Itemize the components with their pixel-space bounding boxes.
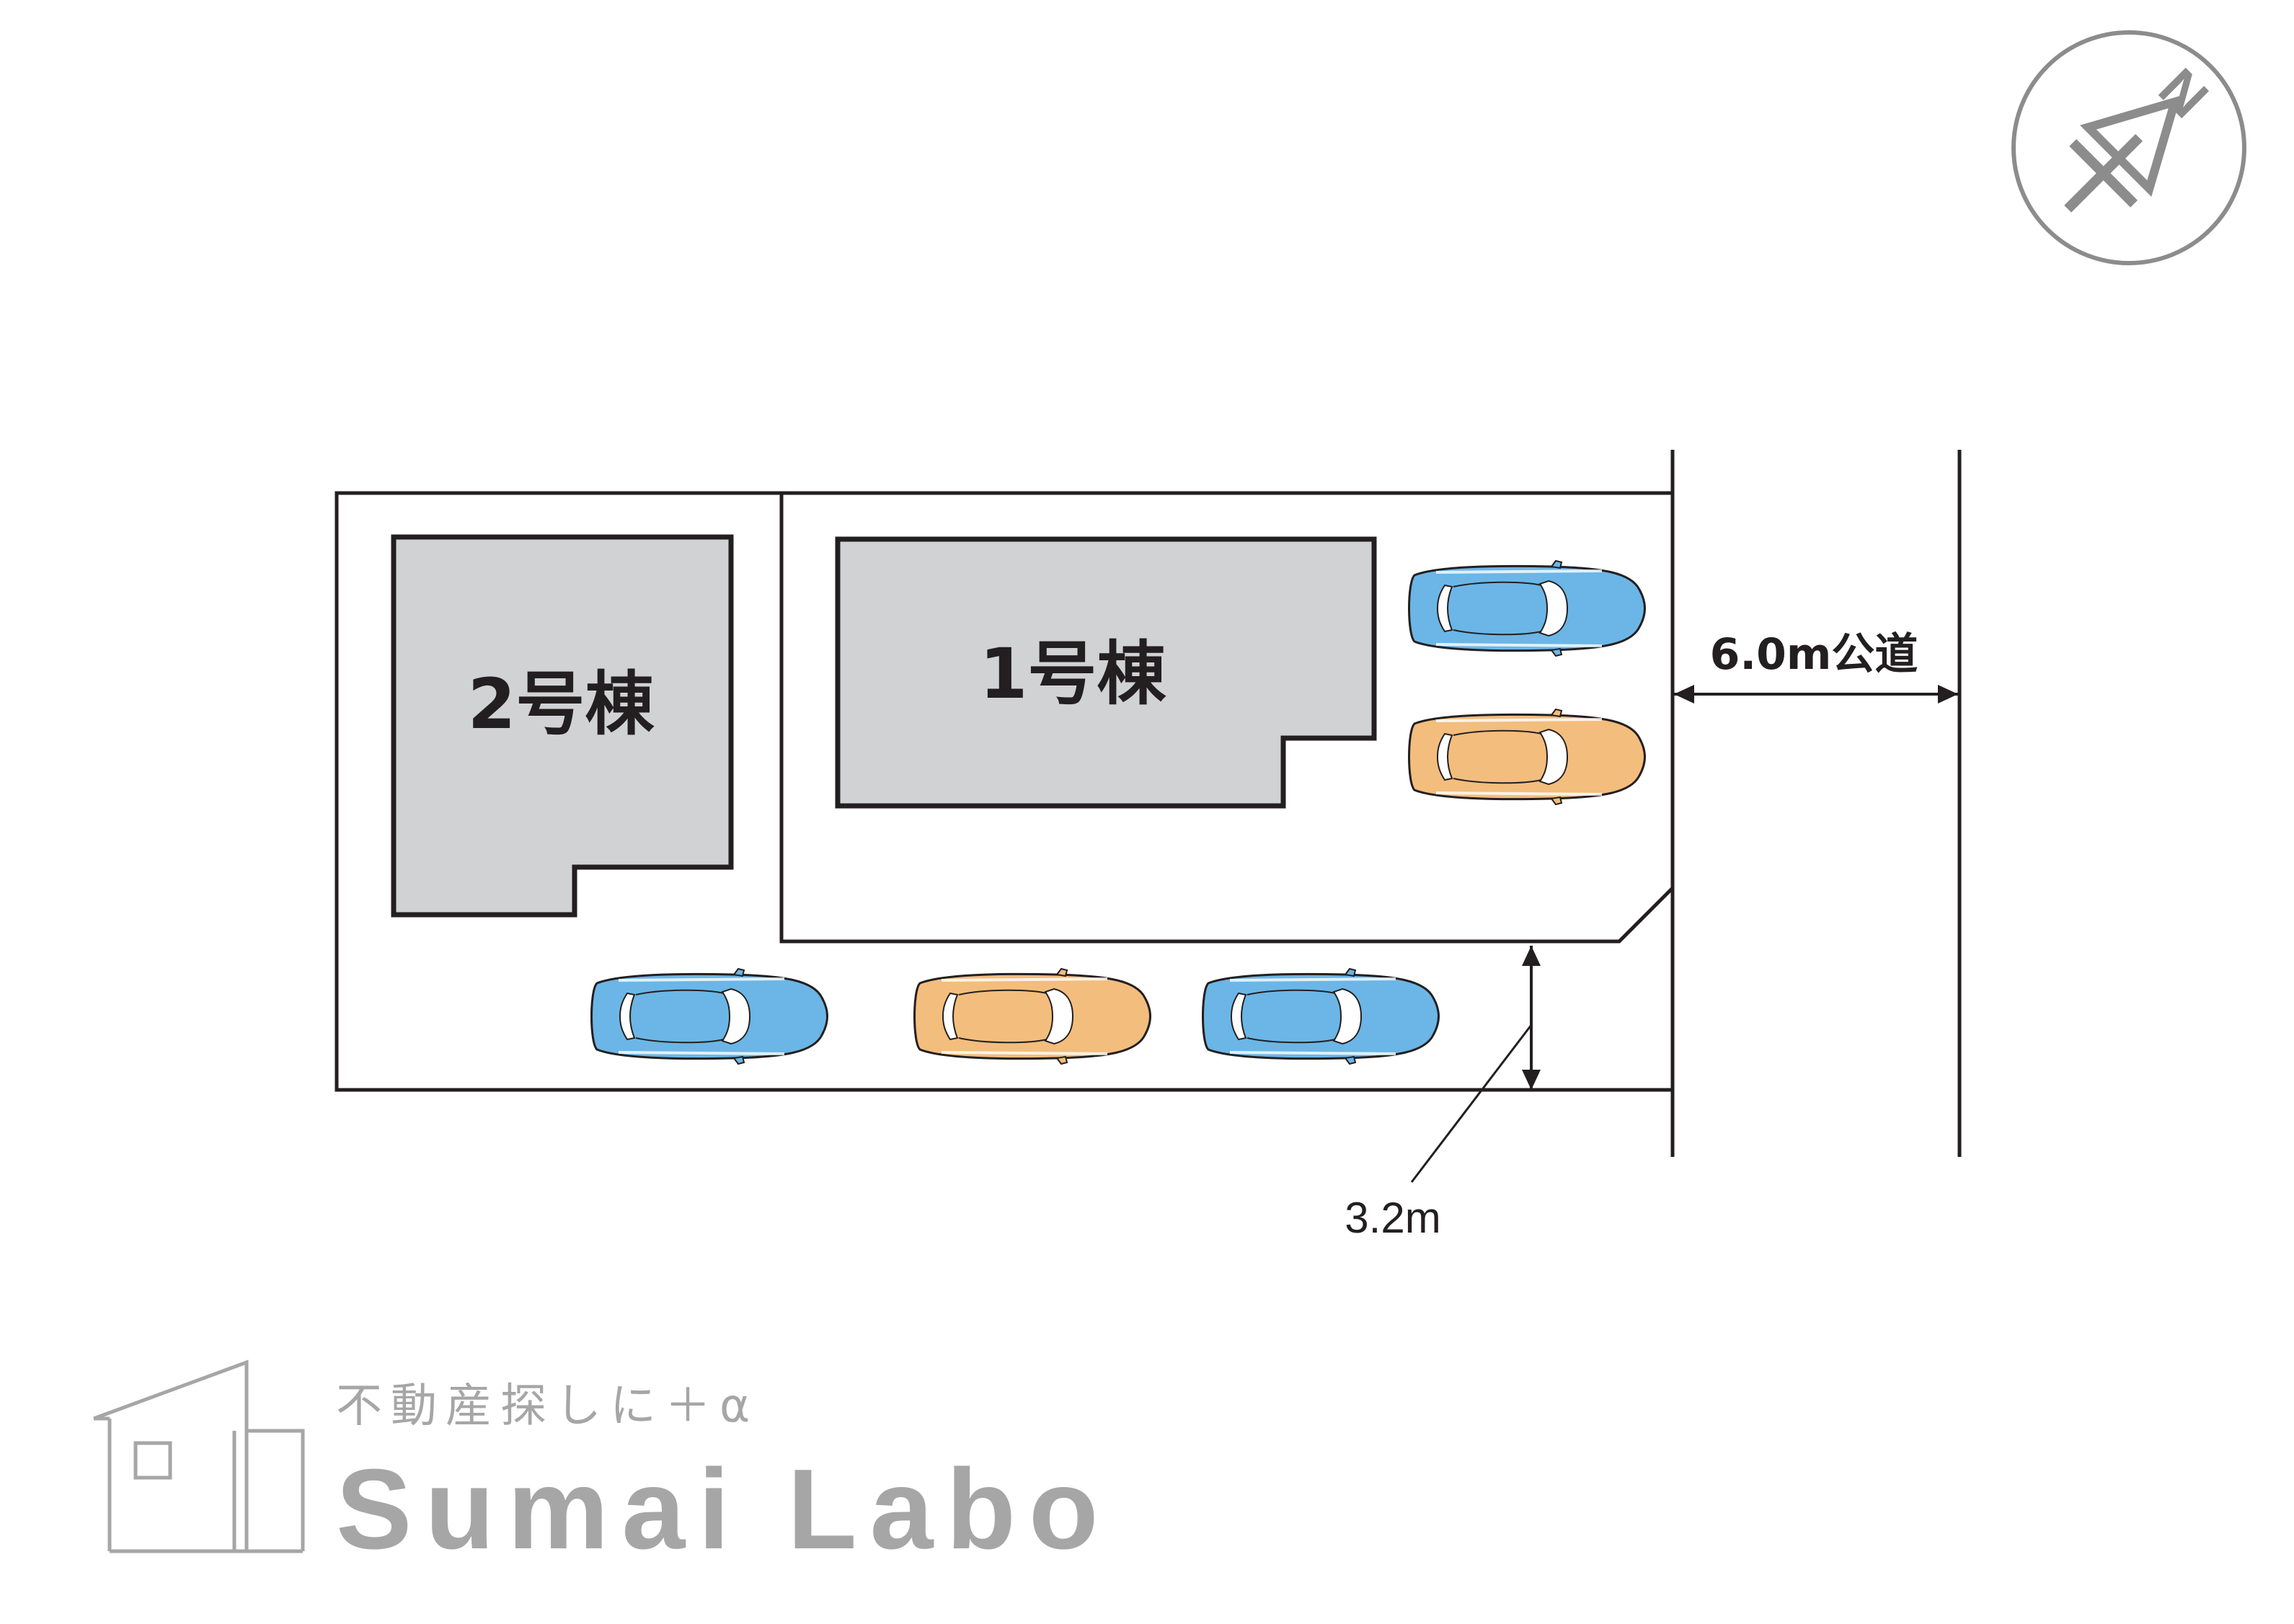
north-arrow-icon xyxy=(2064,95,2182,213)
house-logo-icon xyxy=(93,1359,305,1553)
brand-name: Sumai Labo xyxy=(336,1446,1111,1573)
building-1-footprint xyxy=(835,536,1377,809)
building-2-footprint xyxy=(391,534,734,918)
driveway-width-dimension xyxy=(1410,946,1541,1183)
driveway-label: 3.2m xyxy=(1345,1194,1440,1242)
parking-car-blue-lot2-a xyxy=(590,967,829,1065)
road-label: 6.0m公道 xyxy=(1710,629,1918,680)
road-width-dimension xyxy=(1673,685,1959,704)
lot-1-boundary xyxy=(779,491,1675,944)
building-1-label: 1号棟 xyxy=(980,634,1167,714)
sumai-labo-logo: 不動産探しに＋α Sumai Labo xyxy=(93,1359,1111,1573)
parking-car-orange-lot2 xyxy=(913,967,1152,1065)
parking-car-blue-lot1 xyxy=(1407,559,1647,657)
parking-car-orange-lot1 xyxy=(1407,708,1647,806)
brand-tagline: 不動産探しに＋α xyxy=(336,1380,758,1433)
parking-car-blue-lot2-b xyxy=(1201,967,1440,1065)
compass: N xyxy=(2011,30,2246,265)
building-2-label: 2号棟 xyxy=(468,664,655,745)
compass-ring xyxy=(2011,30,2246,265)
